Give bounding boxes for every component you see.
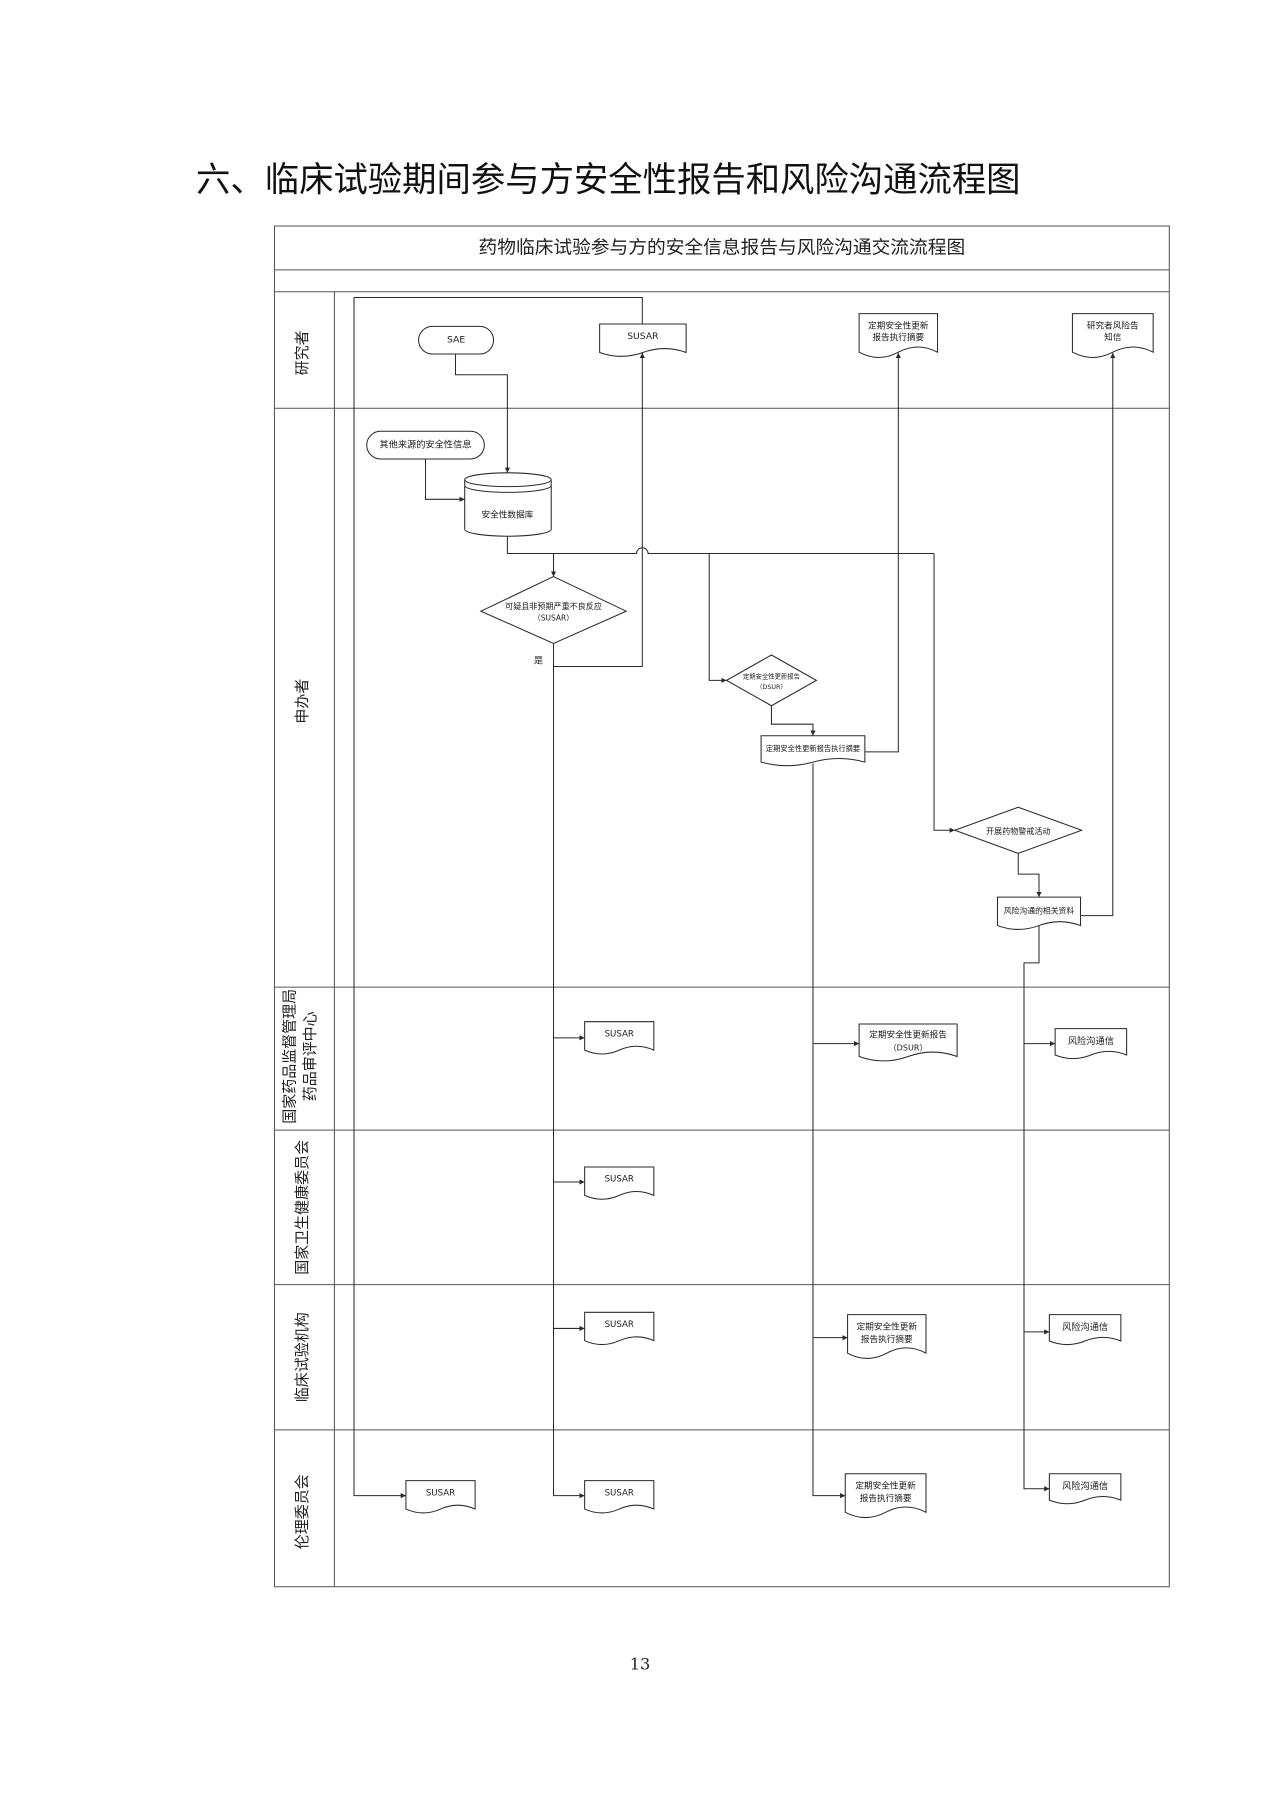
connector-other-sources-to-database	[424, 458, 465, 502]
lane-label-investigator: 研究者	[293, 330, 311, 375]
dsur-decision-diamond	[725, 654, 818, 707]
safety-database-inner-rim	[464, 485, 552, 493]
connectors: 是	[353, 297, 1116, 1499]
risk-decision-diamond	[953, 806, 1084, 854]
sae-terminator	[418, 325, 495, 355]
cde-dsur-document	[858, 1023, 958, 1062]
node-label: SUSAR	[605, 1320, 634, 1330]
lane-sponsor-nodes: 其他来源的安全性信息 安全性数据库 可疑且非预期严重不良反应 （SUSAR） 定…	[366, 430, 1084, 930]
node-label-line2: 报告执行摘要	[861, 1333, 913, 1345]
node-label-line1: 定期安全性更新报告	[743, 671, 800, 680]
site-risk-letter-document	[1048, 1314, 1122, 1346]
swimlane-frame	[273, 225, 1170, 1588]
node-label-line2: 知信	[1104, 331, 1122, 343]
site-susar-document	[584, 1311, 655, 1346]
node-label: 安全性数据库	[482, 508, 534, 520]
connector-investigator-susar-to-ethics	[353, 297, 643, 1499]
node-label: SUSAR	[605, 1488, 634, 1498]
node-label-line1: 定期安全性更新	[868, 319, 929, 331]
node-label: SAE	[447, 335, 465, 346]
page-number: 13	[630, 1655, 651, 1674]
node-label-line1: 可疑且非预期严重不良反应	[505, 601, 602, 611]
node-label: SUSAR	[627, 331, 659, 342]
investigator-risk-letter-document	[1071, 313, 1154, 359]
lane-cde-nodes: SUSAR 定期安全性更新报告 （DSUR） 风险沟通信	[584, 1021, 1128, 1062]
node-label-line2: （DSUR）	[889, 1044, 928, 1053]
node-label: SUSAR	[426, 1488, 455, 1498]
connector-dsur-summary-to-investigator	[864, 352, 901, 753]
lane-nhc-nodes: SUSAR	[584, 1166, 655, 1200]
node-label: SUSAR	[605, 1175, 634, 1185]
node-label: SUSAR	[605, 1029, 634, 1039]
lane-investigator-nodes: SAE SUSAR 定期安全性更新 报告执行摘要 研究者风险告 知信	[418, 313, 1154, 359]
connector-susar-trunk-to-ethics	[552, 666, 585, 1499]
lane-label-ethics: 伦理委员会	[293, 1474, 311, 1549]
connector-sae-to-database	[454, 354, 510, 473]
ethics-dsur-summary-document	[844, 1473, 927, 1519]
node-label-line1: 研究者风险告	[1087, 319, 1139, 331]
node-label-line2: （SUSAR）	[533, 614, 573, 623]
cde-susar-document	[584, 1021, 655, 1055]
node-label-line1: 定期安全性更新	[855, 1479, 916, 1491]
lane-ethics-nodes: SUSAR SUSAR 定期安全性更新 报告执行摘要 风险沟通信	[405, 1473, 1122, 1519]
safety-database-top-rim	[464, 479, 552, 488]
node-label: 风险沟通信	[1068, 1035, 1114, 1047]
sponsor-dsur-summary-document	[760, 735, 866, 767]
investigator-dsur-summary-document	[858, 313, 939, 359]
lane-labels: 研究者 申办者 国家药品监督管理局 药品审评中心 国家卫生健康委员会 临床试验机…	[280, 330, 319, 1549]
node-label: 风险沟通信	[1062, 1480, 1108, 1492]
node-label: 风险沟通信	[1062, 1321, 1108, 1333]
lane-label-nmpa-line1: 国家药品监督管理局	[280, 989, 298, 1124]
node-label: 其他来源的安全性信息	[379, 439, 471, 451]
node-label: 开展药物警戒活动	[986, 826, 1051, 836]
investigator-susar-document	[599, 323, 687, 357]
connector-susar-to-investigator	[552, 352, 645, 668]
lane-label-nhc: 国家卫生健康委员会	[293, 1140, 311, 1275]
lane-label-nmpa-line2: 药品审评中心	[301, 1011, 319, 1101]
node-label-line2: 报告执行摘要	[872, 331, 924, 343]
connector-bus-to-risk-decision	[933, 553, 955, 833]
connector-dsur-trunk-to-ethics	[812, 763, 846, 1499]
lane-site-nodes: SUSAR 定期安全性更新 报告执行摘要 风险沟通信	[584, 1311, 1122, 1359]
lane-label-site: 临床试验机构	[293, 1312, 311, 1402]
diagram-title: 药物临床试验参与方的安全信息报告与风险沟通交流流程图	[479, 237, 966, 258]
node-label-line1: 定期安全性更新报告	[869, 1029, 947, 1041]
outer-frame	[273, 225, 1170, 1588]
node-label-line2: （DSUR）	[756, 683, 787, 691]
susar-decision-diamond	[479, 576, 628, 645]
other-sources-terminator	[366, 430, 485, 460]
node-label-line2: 报告执行摘要	[860, 1492, 912, 1504]
connector-risk-decision-to-materials	[1017, 853, 1042, 898]
connector-dsur-decision-to-summary	[770, 705, 816, 736]
node-label-line1: 定期安全性更新	[857, 1320, 918, 1332]
lane-label-sponsor: 申办者	[293, 679, 311, 724]
connector-risk-trunk-to-ethics	[1023, 925, 1050, 1492]
edge-label-yes: 是	[534, 655, 543, 666]
cde-risk-letter-document	[1054, 1028, 1128, 1060]
ethics-susar-from-investigator-document	[405, 1480, 476, 1514]
risk-materials-document	[996, 896, 1082, 930]
ethics-risk-letter-document	[1048, 1473, 1122, 1505]
safety-database-cylinder	[464, 472, 552, 537]
site-dsur-summary-document	[847, 1314, 927, 1359]
node-label: 定期安全性更新报告执行摘要	[766, 744, 860, 753]
connector-database-bus	[506, 536, 935, 555]
connector-bus-to-dsur-decision	[708, 553, 727, 683]
connector-risk-materials-to-investigator	[1080, 352, 1116, 917]
page-title: 六、临床试验期间参与方安全性报告和风险沟通流程图	[196, 160, 1021, 200]
nhc-susar-document	[584, 1166, 655, 1200]
node-label: 风险沟通的相关资料	[1004, 905, 1075, 915]
ethics-susar-document	[584, 1480, 655, 1514]
